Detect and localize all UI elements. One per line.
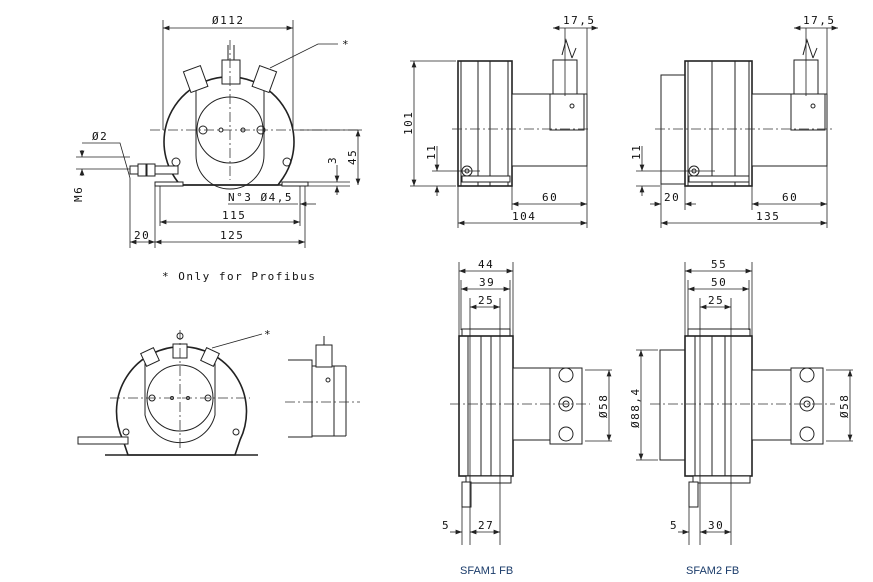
- dim-3: 3: [326, 156, 339, 164]
- encoder-bracket: [195, 88, 265, 190]
- sfam1-top-view: 44 39 25 Ø58 5 27: [442, 258, 612, 545]
- dim-5: 5: [670, 519, 678, 532]
- dim-11: 11: [630, 144, 643, 160]
- dim-101: 101: [402, 111, 415, 135]
- dim-115: 115: [222, 209, 246, 222]
- dim-17-5: 17,5: [563, 14, 596, 27]
- cable-outlet: [129, 163, 179, 177]
- dim-25: 25: [708, 294, 724, 307]
- dim-27: 27: [478, 519, 494, 532]
- profibus-side-detail: [285, 336, 360, 438]
- dim-mounting-holes: N°3 Ø4,5: [228, 191, 293, 204]
- foot-left: [154, 181, 184, 187]
- dim-55: 55: [711, 258, 727, 271]
- dim-60: 60: [782, 191, 798, 204]
- dim-diameter-58: Ø58: [838, 394, 851, 418]
- footnote-profibus: * Only for Profibus: [162, 270, 316, 283]
- dim-45: 45: [346, 149, 359, 165]
- asterisk-note: *: [264, 328, 272, 341]
- foot-right: [281, 181, 309, 187]
- dim-17-5: 17,5: [803, 14, 836, 27]
- dim-135: 135: [756, 210, 780, 223]
- dim-25: 25: [478, 294, 494, 307]
- dim-5: 5: [442, 519, 450, 532]
- dim-m6: M6: [72, 186, 85, 202]
- dim-20: 20: [134, 229, 150, 242]
- front-view: Ø112 * Ø2 M6 3 45 N°3 Ø4,5 115 125 20: [72, 14, 362, 248]
- sfam1-label: SFAM1 FB: [460, 565, 513, 577]
- screw-icon: [171, 157, 181, 167]
- dim-diameter-58: Ø58: [597, 394, 610, 418]
- sfam2-label: SFAM2 FB: [686, 565, 739, 577]
- dim-diameter-88-4: Ø88,4: [629, 387, 642, 428]
- sfam1-side-view: 101 11 17,5 60 104: [402, 14, 598, 228]
- dim-diameter-112: Ø112: [212, 14, 245, 27]
- dim-30: 30: [708, 519, 724, 532]
- sfam2-side-view: 11 17,5 20 60 135: [630, 14, 838, 228]
- sfam2-top-view: 55 50 25 Ø88,4 Ø58 5 30: [629, 258, 853, 545]
- dim-44: 44: [478, 258, 494, 271]
- dim-50: 50: [711, 276, 727, 289]
- housing-outline: [163, 76, 295, 186]
- dim-39: 39: [479, 276, 495, 289]
- asterisk-note: *: [342, 38, 350, 51]
- dim-60: 60: [542, 191, 558, 204]
- dim-125: 125: [220, 229, 244, 242]
- dim-diameter-2: Ø2: [92, 130, 108, 143]
- cable-glands: [182, 45, 278, 94]
- dim-20: 20: [664, 191, 680, 204]
- screw-icon: [282, 157, 292, 167]
- dim-11: 11: [425, 144, 438, 160]
- profibus-front-view: *: [77, 328, 272, 456]
- dim-104: 104: [512, 210, 536, 223]
